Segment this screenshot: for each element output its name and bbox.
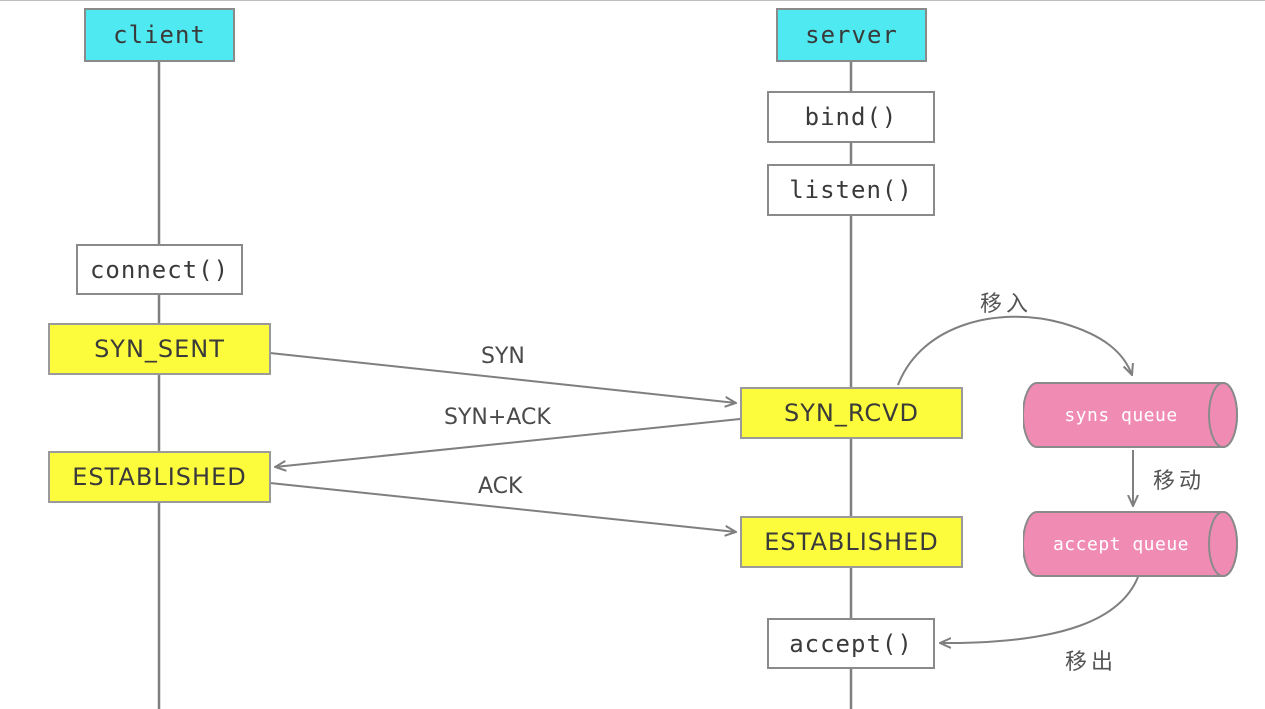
server-header: server [776, 8, 927, 62]
server-state-syn-rcvd: SYN_RCVD [740, 387, 963, 439]
move-out-arrow [940, 576, 1139, 643]
syn-arrow [269, 352, 736, 403]
connect-call: connect() [76, 244, 243, 295]
ack-label: ACK [478, 474, 523, 499]
accept-queue-cylinder-icon [1023, 511, 1238, 577]
accept-queue: accept queue [1023, 511, 1241, 577]
server-state-established: ESTABLISHED [740, 516, 963, 568]
client-state-syn-sent: SYN_SENT [48, 323, 271, 375]
ack-arrow [269, 482, 736, 532]
move-in-arrow [897, 315, 1132, 386]
client-state-established: ESTABLISHED [48, 451, 271, 503]
syn-ack-label: SYN+ACK [444, 405, 551, 430]
move-label: 移动 [1153, 469, 1206, 494]
syns-queue: syns queue [1023, 382, 1241, 448]
syn-ack-arrow [275, 418, 741, 467]
accept-call: accept() [767, 618, 935, 669]
syns-queue-cylinder-icon [1023, 382, 1238, 448]
bind-call: bind() [767, 91, 935, 143]
accept-queue-label: accept queue [1052, 533, 1190, 555]
client-header: client [84, 8, 235, 62]
move-out-label: 移出 [1065, 650, 1118, 675]
move-in-label: 移入 [980, 292, 1033, 317]
syn-label: SYN [481, 344, 525, 369]
listen-call: listen() [767, 164, 935, 216]
syns-queue-label: syns queue [1064, 404, 1178, 426]
